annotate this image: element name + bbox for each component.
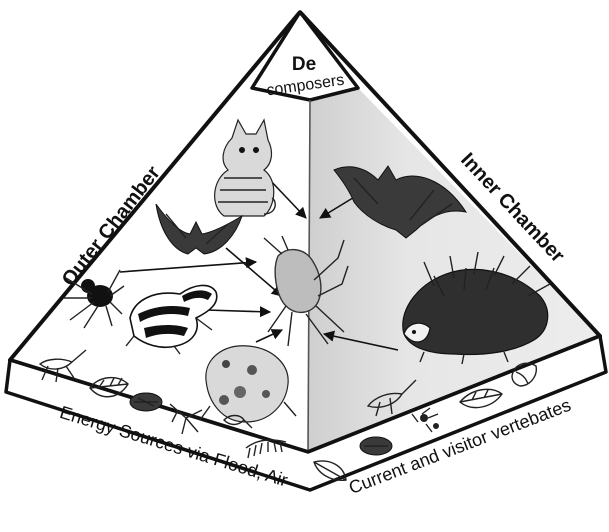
decomposers-label-line1: De: [292, 54, 316, 75]
seed-icon: [360, 437, 392, 455]
seed-icon: [130, 393, 162, 411]
